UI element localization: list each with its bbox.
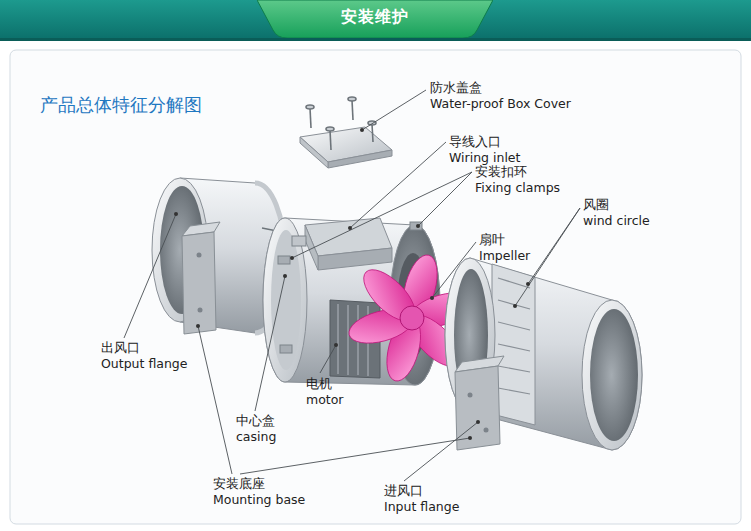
part-label: 扇叶: [479, 232, 505, 247]
screws: [306, 97, 376, 150]
part-label: 防水盖盒: [430, 80, 482, 95]
part-label: 风圈: [583, 197, 609, 212]
box-cover: [300, 127, 392, 168]
part-label: 导线入口: [449, 134, 501, 149]
input-flange: [445, 258, 642, 450]
part-label: 进风口: [384, 483, 423, 498]
part-label: Output flange: [101, 356, 187, 371]
part-label: motor: [306, 392, 344, 407]
output-mounting-bracket: [182, 222, 220, 334]
leader-lines: [124, 90, 580, 481]
tab-heading: 安装维护: [257, 7, 493, 28]
diagram-title: 产品总体特征分解图: [40, 93, 202, 117]
part-label: 中心盒: [236, 413, 275, 428]
input-mounting-bracket: [455, 356, 504, 450]
part-label: wind circle: [583, 213, 650, 228]
part-label: Mounting base: [213, 492, 305, 507]
header-band: [0, 0, 751, 40]
part-label: Input flange: [384, 499, 459, 514]
part-label: Impeller: [479, 248, 530, 263]
part-label: Fixing clamps: [475, 180, 560, 195]
content-panel: [10, 50, 741, 524]
waterproof-box: [292, 218, 392, 270]
part-label: 出风口: [101, 340, 140, 355]
header-tab: 安装维护: [257, 0, 493, 38]
part-label: 安装底座: [213, 476, 265, 491]
part-label: Wiring inlet: [449, 150, 520, 165]
header-rule: [0, 38, 751, 41]
tab-outline: [257, 0, 493, 38]
part-label: casing: [236, 429, 276, 444]
leader-dots: [174, 128, 530, 440]
part-label: 安装扣环: [475, 164, 527, 179]
part-label: Water-proof Box Cover: [430, 96, 571, 111]
part-label: 电机: [306, 376, 332, 391]
